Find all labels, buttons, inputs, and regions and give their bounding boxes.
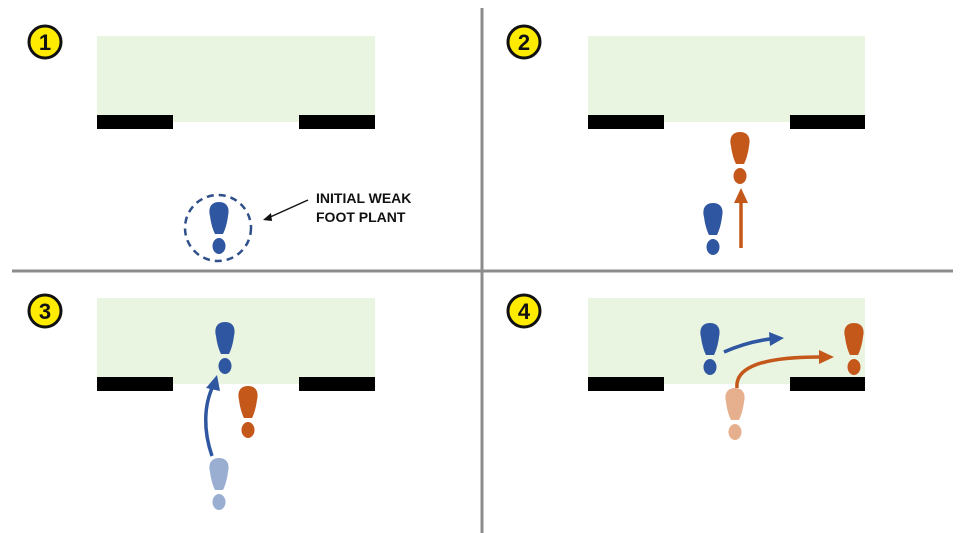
left-bar	[588, 115, 664, 129]
right-bar	[299, 115, 375, 129]
left-bar	[588, 377, 664, 391]
arrow-icon	[769, 332, 784, 346]
step-number: 1	[39, 30, 51, 55]
step-number: 2	[518, 30, 530, 55]
step-number: 4	[518, 299, 531, 324]
step-number: 3	[39, 299, 51, 324]
footprint-icon	[238, 386, 258, 438]
footprint-icon	[209, 202, 229, 254]
arrow-icon	[734, 188, 748, 203]
arrow-icon	[735, 355, 821, 389]
right-bar	[790, 377, 865, 391]
left-bar	[97, 377, 173, 391]
right-bar	[790, 115, 865, 129]
panel-3: 3	[27, 293, 375, 510]
annotation-line-1: INITIAL WEAK	[316, 190, 411, 206]
arrow-icon	[267, 199, 309, 219]
annotation-line-2: FOOT PLANT	[316, 209, 406, 225]
goal-zone	[588, 298, 865, 384]
arrow-icon	[723, 337, 771, 354]
left-bar	[97, 115, 173, 129]
step-badge-2: 2	[506, 24, 542, 60]
goal-zone	[588, 36, 865, 122]
dashed-circle-icon	[183, 193, 253, 263]
footprint-icon	[725, 388, 745, 440]
right-bar	[299, 377, 375, 391]
panel-4: 4	[506, 293, 865, 440]
panel-1: 1 INITIAL WEAK FOOT PLANT	[27, 24, 411, 263]
footprint-icon	[730, 132, 750, 184]
arrow-icon	[819, 350, 834, 364]
goal-zone	[97, 298, 375, 384]
panel-2: 2	[506, 24, 865, 255]
arrow-icon	[263, 213, 272, 221]
goal-zone	[97, 36, 375, 122]
step-badge-1: 1	[27, 24, 63, 60]
footprint-icon	[703, 203, 723, 255]
step-badge-3: 3	[27, 293, 63, 329]
arrow-icon	[206, 375, 220, 391]
step-badge-4: 4	[506, 293, 542, 329]
footprint-icon	[209, 458, 229, 510]
arrow-icon	[204, 385, 215, 457]
